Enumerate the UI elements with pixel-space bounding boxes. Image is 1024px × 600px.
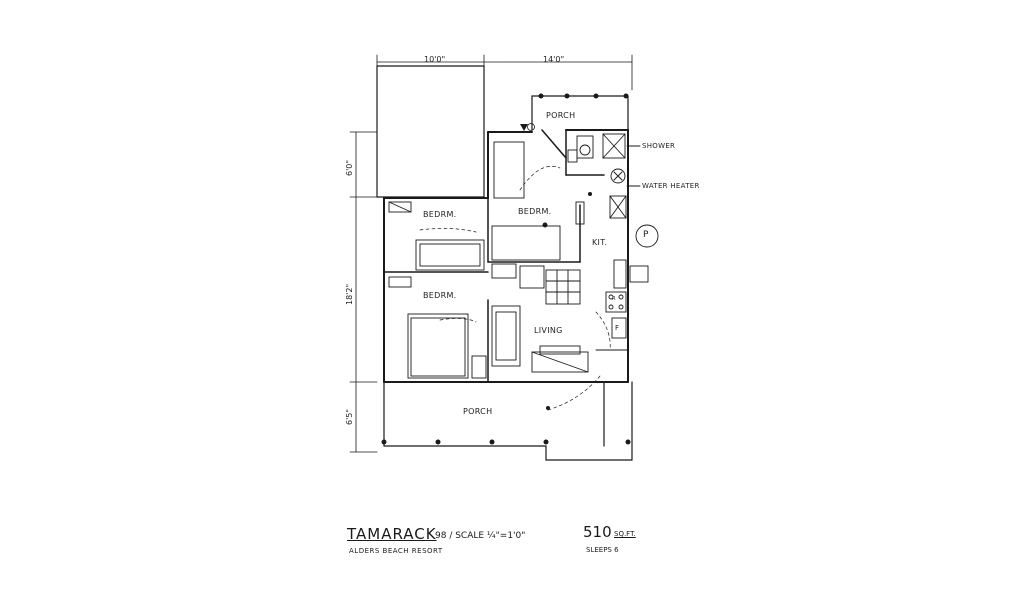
annotation-water-heater: WATER HEATER bbox=[642, 182, 700, 190]
living-furniture bbox=[531, 345, 629, 373]
propane-tank-label: P bbox=[643, 230, 649, 240]
annotation-shower: SHOWER bbox=[642, 142, 676, 150]
bedroom-furniture bbox=[388, 141, 585, 379]
plan-scale: 98 / SCALE ¼"=1'0" bbox=[435, 531, 526, 541]
dimension-lines bbox=[349, 54, 633, 453]
interior-walls bbox=[383, 129, 605, 383]
exterior-walls bbox=[383, 129, 629, 383]
resort-name: ALDERS BEACH RESORT bbox=[349, 547, 443, 555]
dimension-side-middle: 18'2" bbox=[345, 283, 354, 305]
dimension-top-right: 14'0" bbox=[543, 55, 565, 64]
sleeps-count: SLEEPS 6 bbox=[586, 546, 619, 554]
area-value: 510 bbox=[583, 523, 612, 541]
kitchen-fixtures bbox=[491, 195, 659, 339]
room-label-bedroom-right: BEDRM. bbox=[518, 207, 552, 216]
dimension-top-left: 10'0" bbox=[424, 55, 446, 64]
electrical-wiring bbox=[419, 166, 611, 411]
dimension-side-upper: 6'0" bbox=[345, 159, 354, 176]
room-label-bedroom-lower: BEDRM. bbox=[423, 291, 457, 300]
room-label-kitchen: KIT. bbox=[592, 238, 608, 247]
upper-deck-outline bbox=[376, 65, 485, 198]
posts-and-lights bbox=[381, 93, 631, 445]
range-label: R bbox=[612, 296, 616, 302]
room-label-porch-bottom: PORCH bbox=[463, 407, 493, 416]
fridge-label: F bbox=[615, 324, 620, 332]
room-label-living: LIVING bbox=[534, 326, 563, 335]
room-label-bedroom-left: BEDRM. bbox=[423, 210, 457, 219]
area-unit: SQ.FT. bbox=[614, 530, 636, 538]
room-label-porch-top: PORCH bbox=[546, 111, 576, 120]
dimension-side-lower: 6'5" bbox=[345, 408, 354, 425]
porch-top-railing bbox=[531, 95, 629, 131]
porch-bottom-outline bbox=[383, 381, 633, 461]
plan-title: TAMARACK bbox=[347, 525, 437, 543]
bathroom-fixtures bbox=[567, 133, 641, 187]
